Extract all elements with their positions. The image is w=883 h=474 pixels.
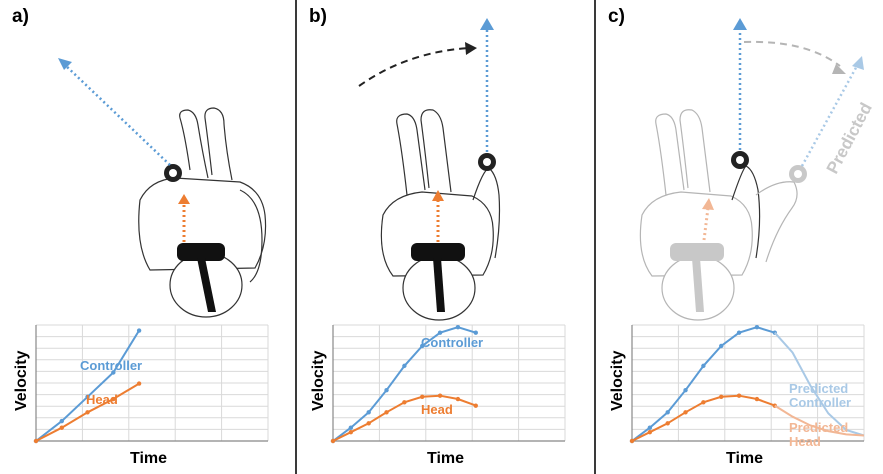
data-point xyxy=(473,403,478,408)
headset-icon-b xyxy=(411,243,465,261)
data-point xyxy=(665,410,670,415)
data-point xyxy=(473,330,478,335)
series-label: Head xyxy=(421,402,453,417)
data-point xyxy=(647,425,653,430)
data-point xyxy=(330,438,336,444)
panel-b-illustration xyxy=(358,18,501,321)
data-point xyxy=(701,400,706,405)
data-point xyxy=(754,396,760,402)
data-point xyxy=(111,370,116,375)
data-point xyxy=(455,396,461,402)
series-label: Controller xyxy=(80,358,142,373)
data-point xyxy=(736,330,742,335)
chart-grid xyxy=(631,324,865,442)
data-point xyxy=(136,328,142,333)
data-point xyxy=(348,429,354,435)
data-point xyxy=(665,421,670,426)
panel-label-b: b) xyxy=(309,6,327,27)
headset-icon-c xyxy=(670,243,724,261)
data-point xyxy=(85,410,90,415)
data-point xyxy=(402,400,407,405)
person-figure-c xyxy=(639,109,798,321)
series-line-controller xyxy=(35,329,140,442)
data-point xyxy=(647,429,653,435)
data-point xyxy=(719,394,724,400)
velocity-chart-c: PredictedControllerPredictedHeadVelocity… xyxy=(609,324,865,467)
data-point xyxy=(59,418,64,424)
panel-label-c: c) xyxy=(608,6,625,27)
panel-label-a: a) xyxy=(12,6,29,27)
data-point xyxy=(754,325,760,330)
y-axis-label: Velocity xyxy=(310,350,327,411)
series-line-controller xyxy=(631,326,776,442)
data-point xyxy=(402,363,407,369)
series-label: Predicted xyxy=(789,420,848,435)
x-axis-label: Time xyxy=(427,450,464,467)
rotation-dashed-arrow-b xyxy=(358,47,470,87)
data-point xyxy=(384,410,389,415)
data-point xyxy=(366,421,371,426)
series-line-predicted-head xyxy=(774,404,865,437)
head-direction-arrow-c xyxy=(702,207,710,241)
panel-divider-1 xyxy=(295,0,297,474)
data-point xyxy=(111,396,116,402)
series-label: Predicted xyxy=(789,381,848,396)
data-point xyxy=(59,425,64,430)
data-point xyxy=(85,394,90,400)
data-point xyxy=(683,387,688,393)
series-label: Controller xyxy=(421,335,483,350)
data-point xyxy=(136,381,142,386)
y-axis-label: Velocity xyxy=(13,350,30,411)
rotation-dashed-arrow-c xyxy=(743,40,841,67)
data-point xyxy=(683,410,688,415)
data-point xyxy=(701,363,706,369)
panel-divider-2 xyxy=(594,0,596,474)
data-point xyxy=(437,393,443,398)
series-label: Controller xyxy=(789,395,851,410)
headset-icon-a xyxy=(177,243,225,261)
data-point xyxy=(629,438,635,444)
y-axis-label: Velocity xyxy=(609,350,626,411)
data-point xyxy=(437,330,443,335)
series-label: Head xyxy=(86,392,118,407)
data-point xyxy=(420,394,425,400)
panel-c-illustration: Predicted xyxy=(639,18,876,321)
data-point xyxy=(420,343,425,349)
data-point xyxy=(384,387,389,393)
series-label: Head xyxy=(789,434,821,449)
data-point xyxy=(736,393,742,398)
series-line-predicted-controller xyxy=(774,332,865,437)
data-point xyxy=(366,410,371,415)
chart-grid xyxy=(35,324,269,442)
predicted-controller-arrow-c xyxy=(800,63,860,167)
x-axis-label: Time xyxy=(130,450,167,467)
x-axis-label: Time xyxy=(726,450,763,467)
data-point xyxy=(455,325,461,330)
data-point xyxy=(33,438,39,444)
data-point xyxy=(348,425,354,430)
panel-a-illustration xyxy=(58,58,267,318)
data-point xyxy=(719,343,724,349)
